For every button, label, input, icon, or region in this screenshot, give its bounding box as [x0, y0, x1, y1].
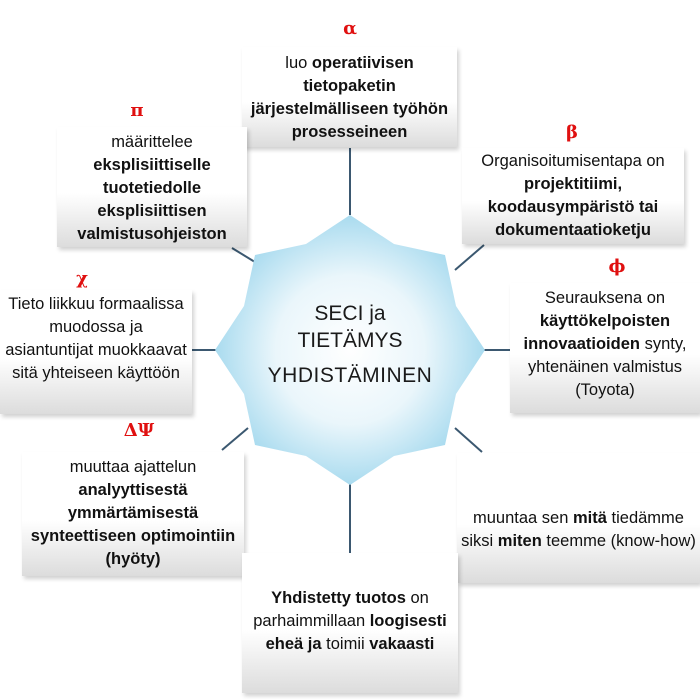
text-0: Organisoitumisentapa on: [481, 152, 665, 170]
symbol-deltapsi: ΔΨ: [123, 420, 155, 441]
bold-text-2: loogisesti eheä ja: [265, 612, 447, 653]
connector-beta: [454, 244, 485, 271]
bold-text-1: käyttökelpoisten innovaatioiden: [523, 312, 671, 353]
text-0: muuntaa sen: [473, 509, 573, 527]
text-0: muuttaa ajattelun: [69, 458, 197, 476]
text-2: tiedämme siksi: [461, 509, 684, 550]
center-label: SECI ja TIETÄMYS YHDISTÄMINEN: [240, 300, 460, 389]
center-star: [215, 215, 485, 485]
node-pi: määrittelee eksplisiittiselle tuotetiedo…: [57, 127, 247, 247]
text-0: Seurauksena on: [544, 289, 666, 307]
bold-text-1: mitä: [573, 509, 607, 527]
bold-text-1: eksplisiittiselle tuotetiedolle eksplisi…: [77, 156, 227, 243]
text-4: teemme (know-how): [541, 532, 696, 550]
text-1: on parhaimmillaan: [253, 589, 429, 630]
bold-text-1: analyyttisestä ymmärtämisestä synteettis…: [30, 481, 236, 568]
center-title-line2: TIETÄMYS: [297, 329, 403, 352]
node-beta: Organisoitumisentapa on projektitiimi, k…: [462, 148, 684, 244]
node-alpha: luo operatiivisen tietopaketin järjestel…: [242, 47, 457, 147]
symbol-beta: β: [566, 122, 578, 143]
node-omega: Yhdistetty tuotos on parhaimmillaan loog…: [242, 553, 458, 693]
node-phi: Seurauksena on käyttökelpoisten innovaat…: [510, 283, 700, 413]
bold-text-3: miten: [497, 532, 542, 550]
text-0: määrittelee: [111, 133, 193, 151]
center-title-line1: SECI ja: [314, 302, 386, 325]
bold-text-1: operatiivisen tietopaketin järjestelmäll…: [250, 54, 449, 141]
symbol-chi: χ: [76, 268, 88, 289]
text-2: synty, yhtenäinen valmistus (Toyota): [527, 335, 687, 399]
node-tau: muuntaa sen mitä tiedämme siksi miten te…: [457, 453, 700, 583]
symbol-phi: ϕ: [608, 256, 626, 277]
bold-text-0: Yhdistetty tuotos: [271, 589, 406, 607]
bold-text-1: projektitiimi, koodausympäristö tai doku…: [487, 175, 659, 239]
symbol-alpha: α: [343, 18, 357, 39]
symbol-pi: π: [130, 100, 144, 121]
text-3: toimii: [321, 635, 370, 653]
connector-tau: [454, 427, 483, 453]
bold-text-4: vakaasti: [369, 635, 435, 653]
node-chi: Tieto liikkuu formaalissa muodossa ja as…: [0, 290, 192, 414]
text-0: luo: [285, 54, 312, 72]
center-title-line3: YHDISTÄMINEN: [267, 364, 433, 387]
text-0: Tieto liikkuu formaalissa muodossa ja as…: [5, 295, 187, 382]
node-deltapsi: muuttaa ajattelun analyyttisestä ymmärtä…: [22, 452, 244, 576]
connector-deltapsi: [221, 427, 249, 451]
